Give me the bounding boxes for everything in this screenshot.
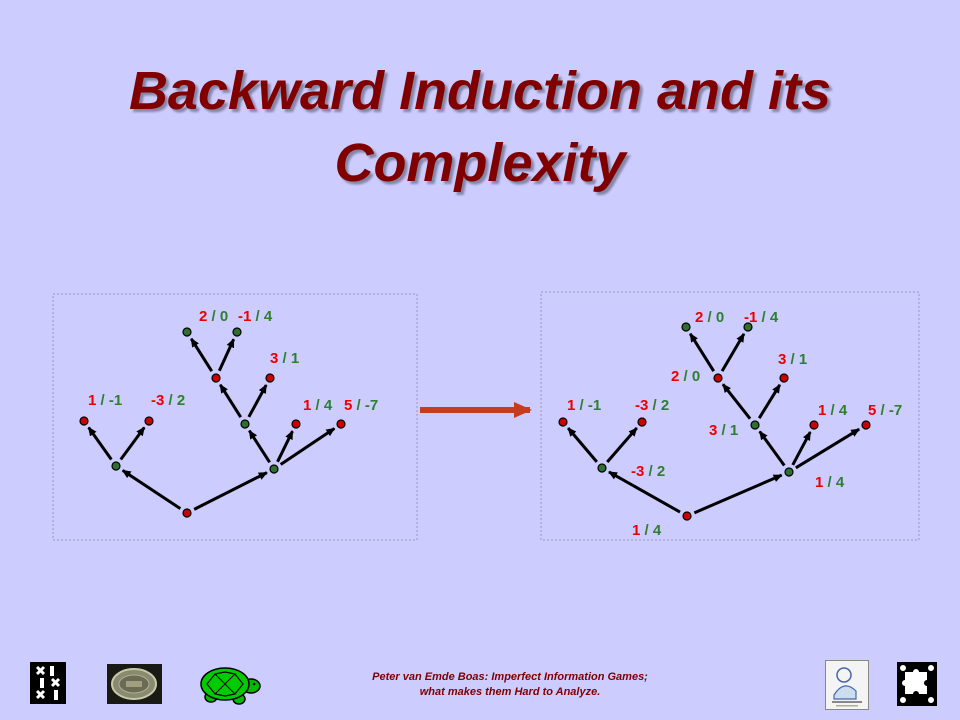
left-edge-L-B	[119, 426, 146, 461]
left-node-L	[111, 461, 121, 471]
right-edge-root-L	[608, 470, 681, 514]
left-edge-R-E	[248, 429, 271, 464]
right-edge-R-F	[791, 431, 812, 466]
slide-title: Backward Induction and its Complexity	[0, 55, 960, 199]
left-payoff-leaf-e: 3 / 1	[270, 350, 299, 367]
right-node-L	[597, 463, 607, 473]
right-payoff-leaf-g: 5 / -7	[868, 402, 902, 419]
right-payoff-leaf-a: 1 / -1	[567, 397, 601, 414]
right-payoff-leaf-c: 2 / 0	[695, 309, 724, 326]
left-node-R	[269, 464, 279, 474]
right-node-R	[784, 467, 794, 477]
left-edge-M-C	[189, 337, 214, 373]
right-edge-M-D	[720, 333, 746, 372]
left-node-M	[211, 373, 221, 383]
footer-line2: what makes them Hard to Analyze.	[419, 686, 601, 698]
left-payoff-leaf-b: -3 / 2	[151, 392, 185, 409]
left-payoff-leaf-c: 2 / 0	[199, 308, 228, 325]
left-node-G	[336, 419, 346, 429]
right-payoff-leaf-f: 1 / 4	[818, 402, 848, 419]
right-payoff-root: 1 / 4	[632, 522, 662, 539]
left-edge-root-R	[193, 471, 268, 511]
left-payoff-leaf-d: -1 / 4	[238, 308, 273, 325]
right-payoff-leaf-e: 3 / 1	[778, 351, 807, 368]
left-edge-E-N	[247, 384, 268, 418]
left-tree-frame	[52, 293, 418, 541]
left-node-B	[144, 416, 154, 426]
puzzle-icon	[897, 662, 937, 706]
right-node-C	[681, 322, 691, 332]
footer-line1: Peter van Emde Boas: Imperfect Informati…	[372, 671, 648, 683]
left-edge-E-M	[218, 383, 243, 419]
right-payoff-inner-e: 3 / 1	[709, 422, 738, 439]
right-payoff-inner-c: 2 / 0	[671, 368, 700, 385]
right-node-E	[750, 420, 760, 430]
left-node-N	[265, 373, 275, 383]
right-edge-R-G	[795, 427, 861, 470]
left-payoff-leaf-a: 1 / -1	[88, 392, 122, 409]
turtle-icon	[197, 662, 263, 706]
slide-title-line1: Backward Induction and its	[128, 61, 832, 121]
right-node-A	[558, 417, 568, 427]
right-edge-root-R	[693, 473, 783, 515]
left-edge-R-G	[279, 427, 336, 466]
right-edge-L-A	[567, 427, 598, 463]
left-node-root	[182, 508, 192, 518]
left-edge-root-L	[121, 469, 182, 510]
right-node-G	[861, 420, 871, 430]
left-node-F	[291, 419, 301, 429]
right-node-M	[713, 373, 723, 383]
right-node-root	[682, 511, 692, 521]
right-edge-E-M	[721, 383, 752, 420]
right-edge-E-N	[757, 383, 782, 419]
right-node-F	[809, 420, 819, 430]
uva-logo-icon	[30, 662, 66, 704]
right-edge-L-B	[606, 427, 638, 463]
portrait-book-icon	[825, 660, 869, 710]
slide-footer: Peter van Emde Boas: Imperfect Informati…	[300, 670, 720, 700]
left-edge-L-A	[87, 426, 113, 461]
slide-title-line2: Complexity	[334, 133, 626, 193]
right-node-N	[779, 373, 789, 383]
left-node-E	[240, 419, 250, 429]
right-node-B	[637, 417, 647, 427]
left-game-tree: 1 / -1 -3 / 2 2 / 0 -1 / 4 3 / 1 1 / 4 5 / -7	[79, 308, 378, 518]
right-tree-frame	[540, 291, 920, 541]
right-node-D	[743, 322, 753, 332]
left-edge-M-D	[217, 338, 236, 372]
left-node-D	[232, 327, 242, 337]
right-edge-R-E	[758, 430, 786, 467]
left-node-A	[79, 416, 89, 426]
right-payoff-leaf-d: -1 / 4	[744, 309, 779, 326]
left-node-C	[182, 327, 192, 337]
right-payoff-inner-f: 1 / 4	[815, 474, 845, 491]
left-payoff-leaf-f: 1 / 4	[303, 397, 333, 414]
right-payoff-leaf-b: -3 / 2	[635, 397, 669, 414]
left-payoff-leaf-g: 5 / -7	[344, 397, 378, 414]
right-edge-M-C	[688, 332, 716, 373]
right-payoff-inner-a: -3 / 2	[631, 463, 665, 480]
left-edge-R-F	[276, 430, 294, 463]
coin-seal-icon	[107, 664, 162, 704]
